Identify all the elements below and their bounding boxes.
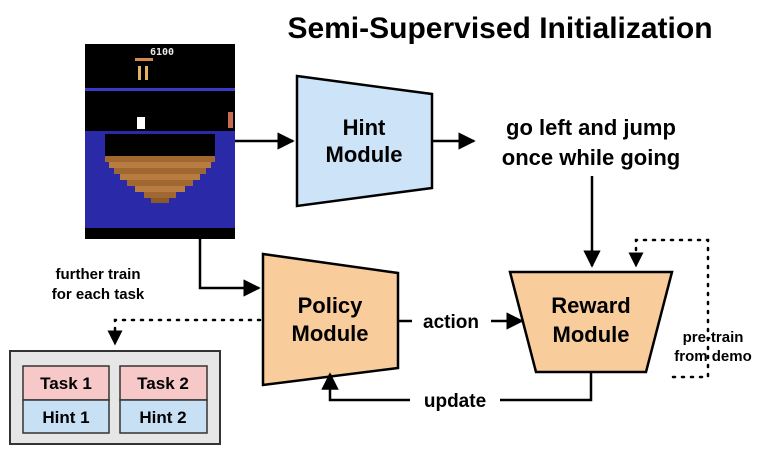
task-column-2: Task 2 Hint 2 — [119, 365, 208, 434]
policy-module-label-2: Module — [292, 321, 369, 346]
arrow-game-to-policy — [198, 239, 261, 297]
diagram-title: Semi-Supervised Initialization — [287, 12, 712, 45]
game-torch-left — [138, 66, 141, 80]
reward-module — [508, 270, 674, 374]
hint-1-label: Hint 1 — [42, 408, 89, 427]
hint-text-line-1: go left and jump — [506, 115, 676, 140]
task-2-box — [119, 365, 208, 401]
further-train-label-2: for each task — [52, 286, 145, 303]
arrow-pretrain — [628, 238, 710, 379]
hint-text-line-2: once while going — [502, 145, 680, 170]
task-panel: Task 1 Hint 1 Task 2 Hint 2 — [9, 350, 221, 445]
task-1-label: Task 1 — [40, 374, 92, 393]
update-label: update — [424, 391, 486, 412]
hint-1-box — [22, 399, 110, 434]
reward-module-label-1: Reward — [551, 293, 630, 318]
pretrain-label-1: pre-train — [683, 329, 744, 346]
game-bar — [85, 88, 235, 91]
hint-2-box — [119, 399, 208, 434]
hint-module-label-1: Hint — [343, 115, 386, 140]
game-lives — [135, 58, 153, 61]
further-train-label-1: further train — [55, 266, 140, 283]
pretrain-label-2: from demo — [674, 348, 752, 365]
action-label: action — [423, 312, 479, 333]
arrow-update-end — [321, 372, 410, 402]
game-score: 6100 — [150, 47, 174, 58]
task-column-1: Task 1 Hint 1 — [22, 365, 110, 434]
hint-module — [295, 74, 434, 208]
policy-module — [261, 252, 400, 387]
hint-2-label: Hint 2 — [139, 408, 186, 427]
game-player — [137, 117, 145, 129]
hint-module-label-2: Module — [326, 142, 403, 167]
reward-module-label-2: Module — [553, 322, 630, 347]
task-1-box — [22, 365, 110, 401]
game-enemy — [228, 112, 233, 128]
policy-module-label-1: Policy — [298, 293, 364, 318]
game-screenshot: 6100 — [85, 44, 235, 239]
game-island — [105, 134, 215, 203]
task-2-label: Task 2 — [137, 374, 189, 393]
game-torch-right — [145, 66, 148, 80]
arrow-update-start — [500, 372, 593, 402]
arrow-further-train — [107, 318, 262, 346]
